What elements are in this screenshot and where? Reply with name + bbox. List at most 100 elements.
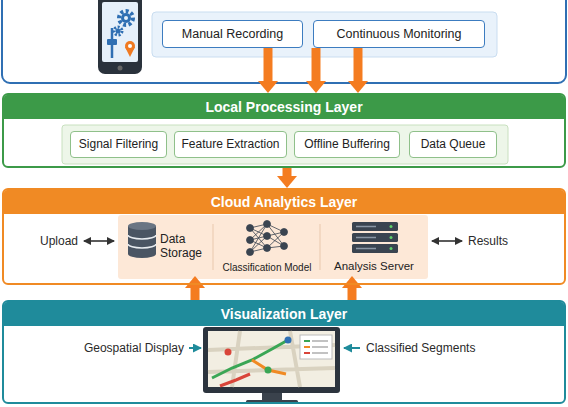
processing-panel [62, 125, 508, 164]
monitor-map [203, 327, 340, 393]
neural-network-icon [247, 225, 254, 232]
neural-network-icon [264, 245, 271, 252]
server-icon [356, 248, 376, 250]
monitor-map [220, 374, 250, 386]
input-layer-band [2, 0, 566, 83]
phone-icon [119, 11, 133, 25]
analytics-panel [118, 215, 428, 279]
phone-icon [128, 44, 132, 48]
process-box: Offline Buffering [294, 131, 400, 158]
flow-arrow [264, 48, 273, 81]
node-label: Classification Model [223, 262, 312, 274]
database-icon [128, 235, 156, 239]
input-layer-band [152, 12, 497, 57]
process-box: Signal Filtering [70, 131, 167, 158]
leader-arrow [432, 240, 462, 242]
database-icon [128, 226, 156, 258]
monitor-map [312, 352, 328, 353]
flow-arrow [191, 288, 200, 300]
layer-header: Cloud Analytics Layer [4, 190, 564, 214]
phone-icon [116, 29, 121, 34]
neural-network-icon [247, 249, 254, 256]
flow-label: Classified Segments [364, 340, 477, 356]
leader-arrow [84, 240, 114, 242]
leader-arrow [344, 347, 360, 349]
processing-panel [62, 125, 508, 164]
analytics-panel [213, 224, 214, 270]
node-label: Continuous Monitoring [336, 27, 461, 41]
input-layer-band [2, 0, 566, 83]
layer-title: Cloud Analytics Layer [211, 194, 358, 210]
flow-arrow [283, 168, 292, 176]
neural-network-icon [247, 221, 288, 256]
monitor-map [312, 346, 328, 347]
monitor-map [208, 331, 335, 387]
server-icon [352, 233, 398, 242]
server-icon [352, 244, 398, 253]
leader-arrow [189, 347, 201, 349]
process-box: Continuous Monitoring [313, 20, 485, 48]
node-label: Data Storage [160, 233, 214, 261]
server-icon [356, 226, 376, 228]
icon-label: Classification Model [215, 218, 319, 276]
flow-label: Upload [38, 233, 80, 249]
phone-icon [121, 13, 131, 23]
layer-title: Visualization Layer [221, 306, 348, 322]
server-icon [390, 236, 393, 239]
monitor-map [203, 327, 340, 403]
process-box: Manual Recording [162, 20, 303, 48]
neural-network-icon [264, 221, 271, 228]
monitor-map [212, 340, 288, 378]
monitor-map [265, 367, 272, 374]
database-icon [128, 244, 156, 248]
database-icon [128, 222, 156, 258]
server-icon [352, 222, 398, 231]
node-label: Data Queue [421, 138, 486, 152]
server-icon [352, 222, 398, 253]
node-label: Feature Extraction [181, 138, 279, 152]
neural-network-icon [281, 243, 288, 250]
icon-label: Analysis Server [322, 218, 426, 276]
monitor-map [262, 393, 282, 400]
phone-icon [102, 2, 138, 62]
neural-network-icon [247, 237, 254, 244]
monitor-map [252, 360, 286, 374]
neural-network-icon [281, 229, 288, 236]
layer-header: Local Processing Layer [4, 95, 564, 119]
phone-icon [125, 47, 135, 57]
phone-icon [98, 0, 142, 74]
monitor-map [225, 349, 232, 356]
process-box: Data Queue [409, 131, 497, 158]
server-icon [356, 237, 376, 239]
phone-icon [98, 0, 142, 74]
monitor-map [285, 337, 292, 344]
monitor-map [304, 346, 310, 348]
node-label: Analysis Server [334, 260, 414, 273]
monitor-map [304, 340, 310, 342]
phone-icon [118, 66, 123, 71]
monitor-map [304, 352, 310, 354]
monitor-map [208, 331, 335, 387]
flow-arrow [348, 288, 357, 300]
neural-network-icon [264, 233, 271, 240]
layer-header: Visualization Layer [4, 302, 564, 326]
flow-arrow [312, 48, 321, 81]
monitor-map [312, 340, 328, 341]
database-icon [128, 222, 156, 230]
analytics-panel [320, 224, 321, 270]
phone-icon [124, 16, 128, 20]
node-label: Offline Buffering [304, 138, 390, 152]
flow-arrow [354, 48, 363, 81]
process-box: Feature Extraction [174, 131, 287, 158]
layer-band: Local Processing LayerSignal Filtering Fe… [2, 93, 566, 168]
node-label: Signal Filtering [79, 138, 158, 152]
phone-icon [107, 39, 117, 45]
analytics-panel [118, 215, 428, 279]
server-icon [390, 225, 393, 228]
node-label: Manual Recording [182, 27, 283, 41]
server-icon [390, 247, 393, 250]
phone-icon [114, 27, 122, 35]
monitor-map [300, 335, 332, 359]
